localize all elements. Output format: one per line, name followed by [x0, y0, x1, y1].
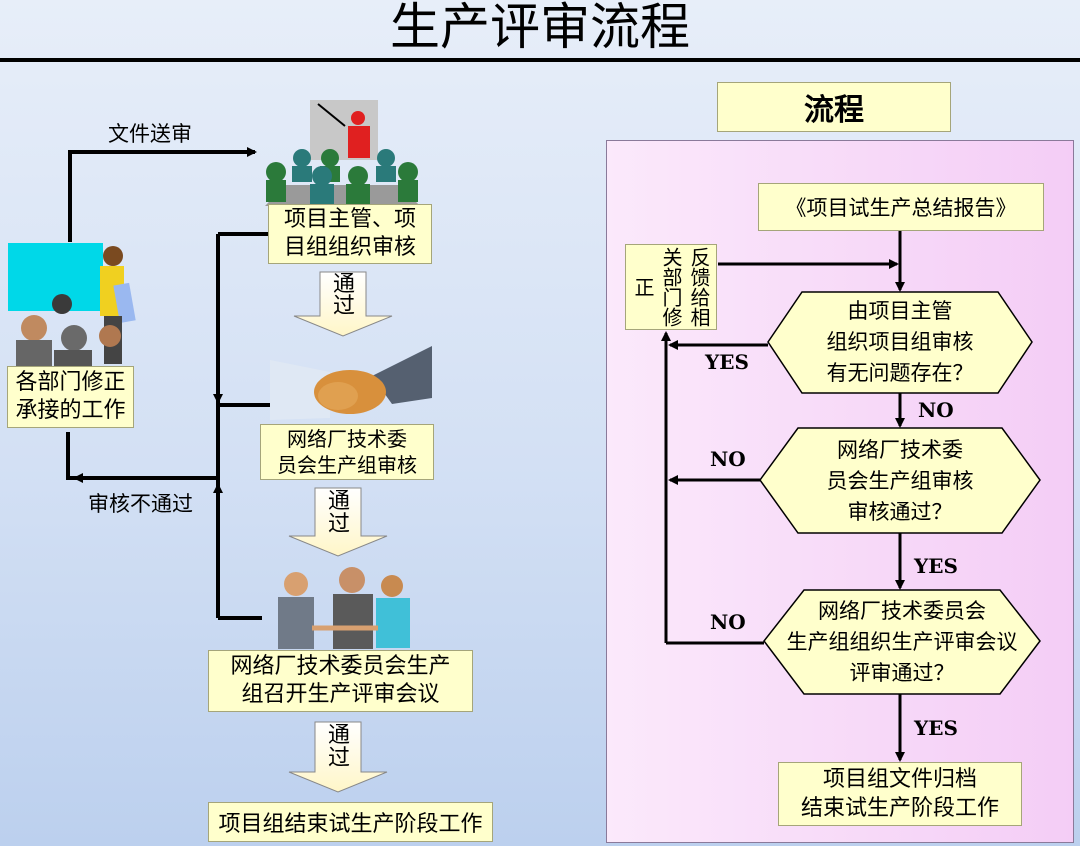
- pass-arrow-2: [288, 487, 388, 557]
- people-clipart: [278, 567, 410, 649]
- yes-label-3: YES: [914, 716, 958, 740]
- report-box: 《项目试生产总结报告》: [758, 183, 1044, 231]
- page-title: 生产评审流程: [390, 0, 690, 56]
- presentation-clipart: [265, 100, 420, 206]
- send-for-review-label: 文件送审: [108, 122, 192, 146]
- pass-label-1: 通过: [332, 272, 355, 319]
- review-meeting-box: 网络厂技术委员会生产组召开生产评审会议: [208, 650, 473, 712]
- archive-box: 项目组文件归档结束试生产阶段工作: [778, 762, 1022, 826]
- decision-3-text: 网络厂技术委员会生产组组织生产评审会议评审通过？: [786, 599, 1018, 685]
- no-label-1: NO: [918, 398, 954, 422]
- end-trial-box: 项目组结束试生产阶段工作: [208, 802, 493, 842]
- title-underline: [0, 58, 1080, 62]
- feedback-box: 反馈给相关部门修正: [625, 244, 717, 330]
- yes-label-1: YES: [705, 350, 749, 374]
- pass-label-3: 通过: [327, 723, 350, 771]
- handshake-clipart: [270, 346, 432, 420]
- decision-3: [763, 589, 1041, 695]
- decision-1: [767, 291, 1033, 394]
- pass-arrow-1: [293, 271, 393, 337]
- dept-revise-box: 各部门修正承接的工作: [7, 366, 134, 428]
- committee-review-box: 网络厂技术委员会生产组审核: [260, 424, 434, 480]
- send-arrow: [68, 147, 257, 242]
- no-label-2: NO: [710, 447, 746, 471]
- feedback-text: 反馈给相关部门修正: [631, 247, 711, 327]
- project-review-box: 项目主管、项目组组织审核: [268, 204, 432, 264]
- yes-label-2: YES: [914, 554, 958, 578]
- pass-label-2: 通过: [327, 489, 350, 537]
- no-label-3: NO: [710, 610, 746, 634]
- decision-1-text: 由项目主管组织项目组审核有无问题存在？: [826, 299, 974, 385]
- meeting-clipart: [8, 243, 136, 366]
- reject-arrow: [66, 432, 218, 480]
- review-fail-label: 审核不通过: [88, 492, 193, 516]
- process-header: 流程: [717, 82, 951, 132]
- pass-arrow-3: [288, 721, 388, 793]
- decision-2-text: 网络厂技术委员会生产组审核审核通过？: [826, 438, 974, 524]
